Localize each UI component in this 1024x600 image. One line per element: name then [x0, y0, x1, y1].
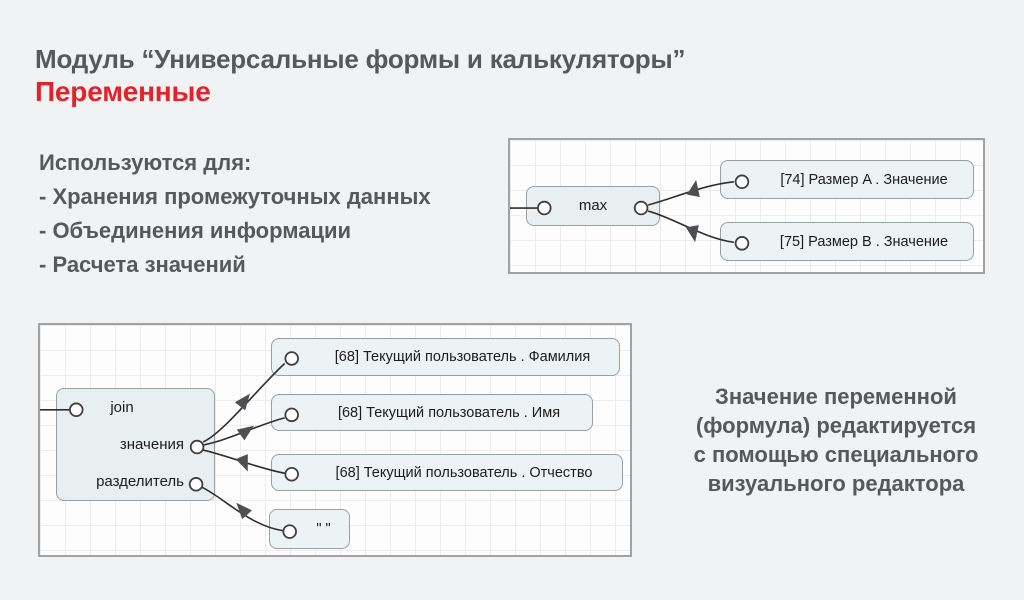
arrow-icon	[686, 179, 700, 197]
node-join-port-label: значения	[119, 436, 184, 453]
node-max: max	[526, 186, 660, 226]
usage-item: - Хранения промежуточных данных	[39, 184, 431, 209]
value-box-middlename: [68] Текущий пользователь . Отчество	[271, 454, 623, 491]
value-box-space-literal: " "	[269, 509, 350, 549]
node-max-label: max	[578, 197, 608, 214]
arrow-icon	[234, 393, 250, 411]
node-join-port-label: разделитель	[96, 473, 184, 490]
value-box-75: [75] Размер B . Значение	[720, 222, 974, 261]
node-join: join значения разделитель	[56, 388, 215, 501]
value-box-74: [74] Размер A . Значение	[720, 160, 974, 199]
note-text: Значение переменной (формула) редактируе…	[693, 384, 979, 496]
editor-canvas-top: max [74] Размер A . Значение [75] Размер…	[508, 138, 985, 274]
usage-item: - Объединения информации	[39, 218, 352, 243]
arrow-icon	[236, 502, 252, 520]
node-join-label: join	[110, 399, 134, 416]
usage-list: Используются для: - Хранения промежуточн…	[39, 146, 431, 282]
usage-heading: Используются для:	[39, 150, 252, 175]
arrow-icon	[685, 225, 699, 243]
editor-canvas-bottom: join значения разделитель [68] Текущий п…	[38, 323, 632, 557]
arrow-icon	[236, 425, 254, 441]
page-subtitle: Переменные	[35, 76, 211, 107]
value-box-surname: [68] Текущий пользователь . Фамилия	[271, 338, 620, 376]
usage-item: - Расчета значений	[39, 252, 246, 277]
page-title: Модуль “Универсальные формы и калькулято…	[35, 44, 686, 74]
arrow-icon	[235, 454, 248, 472]
value-box-firstname: [68] Текущий пользователь . Имя	[271, 394, 593, 431]
